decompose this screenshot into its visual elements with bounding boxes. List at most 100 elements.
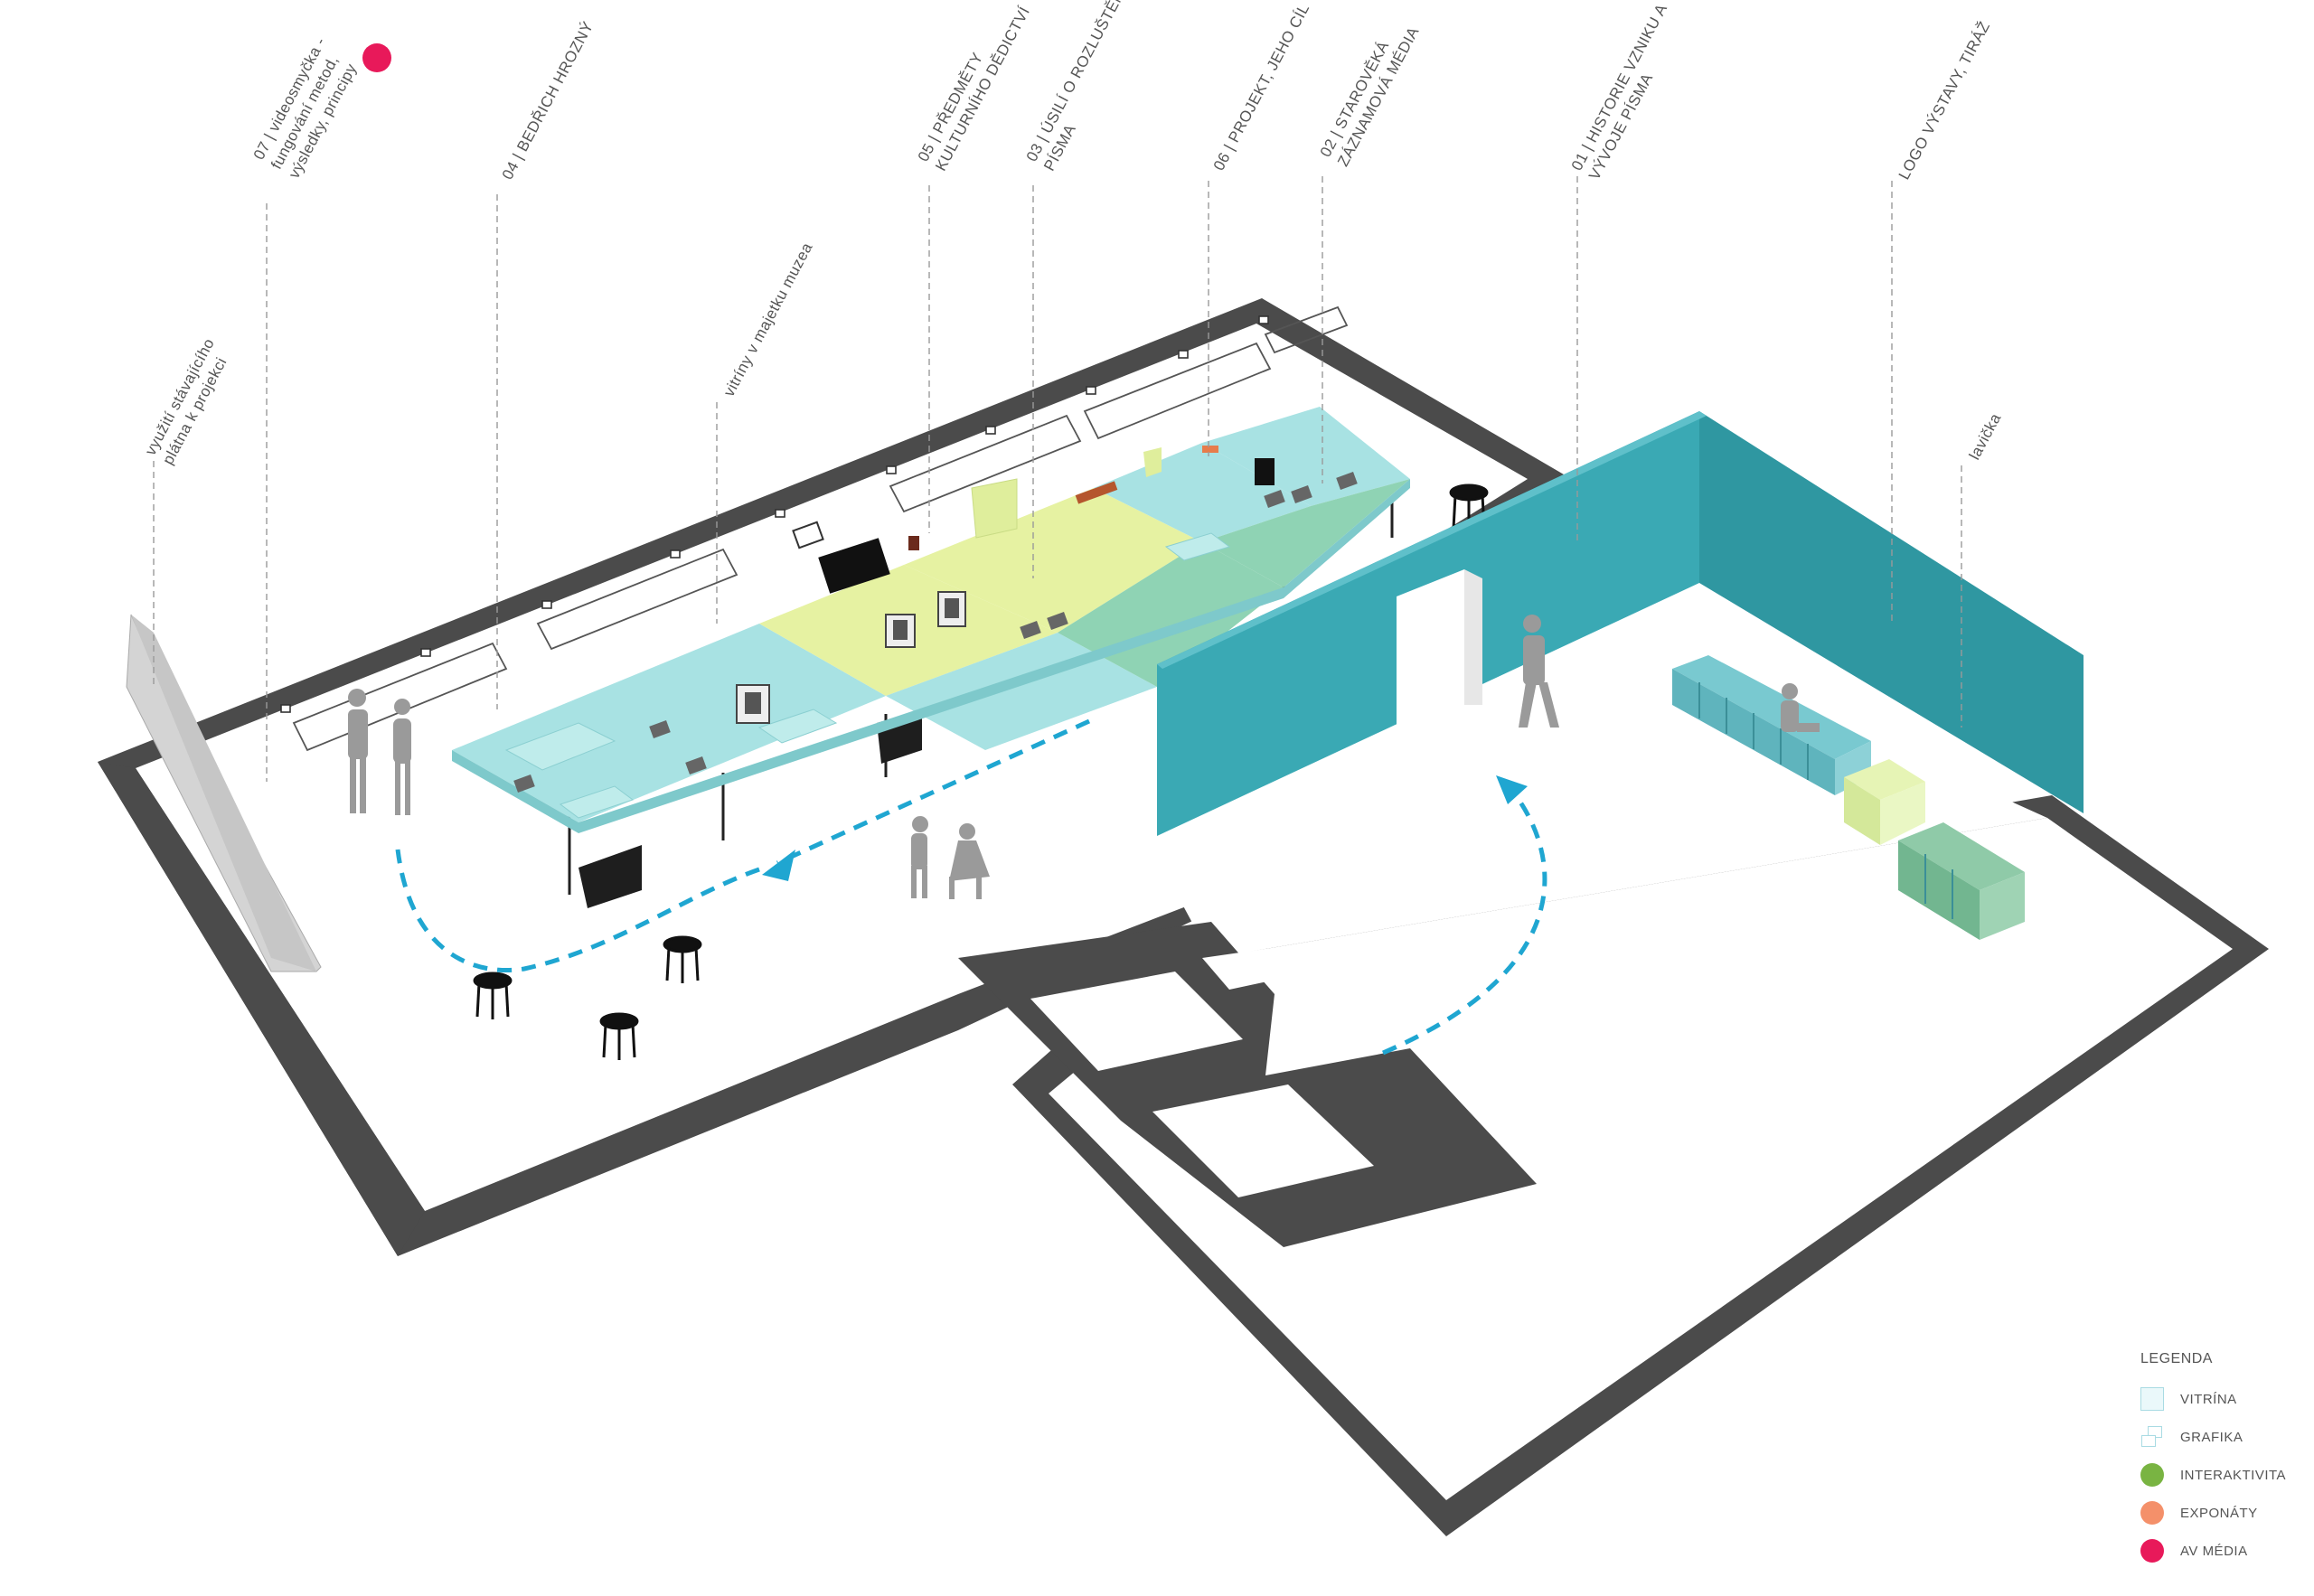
- wall-spot: [670, 549, 681, 559]
- small-exhibit: [1336, 472, 1358, 490]
- magenta-dot: [2140, 1539, 2164, 1563]
- child-figure: [949, 823, 990, 899]
- photo: [745, 692, 761, 714]
- photo: [937, 591, 966, 627]
- green-dot: [2140, 1463, 2164, 1487]
- annotation-07: 07 | videosmyčka - fungování metod, výsl…: [250, 31, 367, 182]
- annotation-logo: LOGO VÝSTAVY, TIRÁŽ: [1895, 19, 1993, 183]
- service-room-3: [1202, 949, 1293, 990]
- annotation-05: 05 | PŘEDMĚTY KULTURNÍHO DĚDICTVÍ: [915, 0, 1033, 174]
- legend-item-interaktivita: INTERAKTIVITA: [2140, 1456, 2303, 1494]
- small-exhibit: [513, 775, 535, 793]
- wall-spot: [1086, 386, 1096, 395]
- small-exhibit: [1291, 485, 1312, 503]
- wall-spot: [886, 465, 897, 474]
- person-figure: [348, 689, 368, 813]
- annotation-04: 04 | BEDŘICH HROZNÝ: [499, 19, 597, 183]
- teal-partition: [1157, 411, 2084, 836]
- table-zone-06b: [1202, 407, 1410, 506]
- arrow-head: [1496, 775, 1528, 804]
- glass-box: [1164, 532, 1231, 561]
- legend-item-vitrina: VITRÍNA: [2140, 1380, 2303, 1418]
- vitrina-swatch: [2140, 1387, 2164, 1411]
- graphic-frame: [889, 414, 1082, 513]
- path-arrow-left: [776, 718, 1091, 866]
- back-wall-graphics: [292, 305, 1349, 752]
- table-zone-05: [904, 488, 1202, 633]
- kiosk: [971, 478, 1018, 539]
- graphic-frame: [1264, 305, 1349, 354]
- table-zone-01: [1202, 479, 1410, 587]
- small-exhibit: [1264, 490, 1285, 508]
- graphic-frame: [292, 642, 508, 752]
- stools: [473, 483, 1489, 1060]
- annotation-lavicka: lavička: [1966, 410, 2005, 463]
- photo: [945, 598, 959, 618]
- annotation-vitriny: vitríny v majetku muzea: [720, 239, 816, 399]
- doorway-jamb: [1464, 569, 1482, 705]
- bench: [1672, 655, 2025, 940]
- small-exhibit: [685, 756, 707, 775]
- legend-label: INTERAKTIVITA: [2180, 1467, 2287, 1483]
- legend-item-av-media: AV MÉDIA: [2140, 1532, 2303, 1570]
- human-figures: [348, 615, 1820, 899]
- wall-spot: [775, 509, 785, 518]
- exhibit-orange: [1202, 446, 1218, 453]
- kiosk: [1143, 447, 1162, 477]
- wall-spot: [420, 648, 431, 657]
- wall-spot: [280, 704, 291, 713]
- visitor-path: [395, 718, 1547, 1056]
- service-room-2: [1152, 1084, 1374, 1197]
- annotation-02: 02 | STAROVĚKÁ ZÁZNAMOVÁ MÉDIA: [1317, 14, 1423, 169]
- av-object: [908, 536, 919, 550]
- annotation-06: 06 | PROJEKT, JEHO CÍL: [1210, 1, 1313, 174]
- legend-label: AV MÉDIA: [2180, 1543, 2248, 1559]
- wall-left: [98, 762, 425, 1256]
- wall-spot: [1258, 315, 1269, 324]
- legend: LEGENDA VITRÍNA GRAFIKA INTERAKTIVITA EX…: [2140, 1351, 2303, 1570]
- person-figure: [393, 699, 411, 815]
- small-exhibit: [1020, 621, 1041, 639]
- annotation-platno: využití stávajícího plátna k projekci: [142, 331, 238, 467]
- exhibition-table: [452, 407, 1410, 908]
- glass-box: [757, 709, 838, 744]
- orange-dot: [2140, 1501, 2164, 1525]
- glass-box: [559, 785, 635, 819]
- annotation-01: 01 | HISTORIE VZNIKU A VÝVOJE PÍSMA: [1568, 0, 1690, 183]
- person-figure: [1519, 615, 1559, 728]
- frame: [1255, 458, 1275, 485]
- floor-plan: [98, 298, 2269, 1536]
- path-arrow-right: [1382, 780, 1547, 1056]
- path-arrow-left-tail: [395, 849, 760, 973]
- table-cabinet: [578, 845, 642, 908]
- wall-spot: [1178, 350, 1189, 359]
- legend-label: EXPONÁTY: [2180, 1505, 2258, 1521]
- legend-item-exponaty: EXPONÁTY: [2140, 1494, 2303, 1532]
- graphic-frame: [536, 548, 738, 651]
- wall-spot: [541, 600, 552, 609]
- doorway: [1397, 569, 1464, 732]
- floor-connection: [1148, 587, 2047, 958]
- av-media-marker: [362, 43, 391, 72]
- wall-spot: [985, 426, 996, 435]
- small-exhibit: [1047, 612, 1068, 630]
- seated-figure: [1781, 683, 1820, 732]
- table-zone-04: [452, 624, 886, 822]
- annotation-03: 03 | ÚSILÍ O ROZLUŠTĚNÍ PÍSMA: [1023, 0, 1151, 174]
- glass-box: [504, 722, 616, 771]
- tv-screen: [818, 538, 890, 594]
- exhibit-orange: [1075, 481, 1118, 504]
- legend-label: GRAFIKA: [2180, 1429, 2243, 1445]
- legend-item-grafika: GRAFIKA: [2140, 1418, 2303, 1456]
- photo: [893, 620, 908, 640]
- leader-lines: [153, 176, 1962, 782]
- floor-right-hall: [1049, 818, 2233, 1500]
- wall-top: [1157, 411, 1707, 669]
- service-room-1: [1030, 972, 1243, 1071]
- arrow-head: [762, 850, 795, 881]
- projection-screen-face: [131, 615, 316, 972]
- small-exhibit: [649, 720, 671, 738]
- child-figure: [911, 816, 928, 898]
- legend-label: VITRÍNA: [2180, 1391, 2237, 1407]
